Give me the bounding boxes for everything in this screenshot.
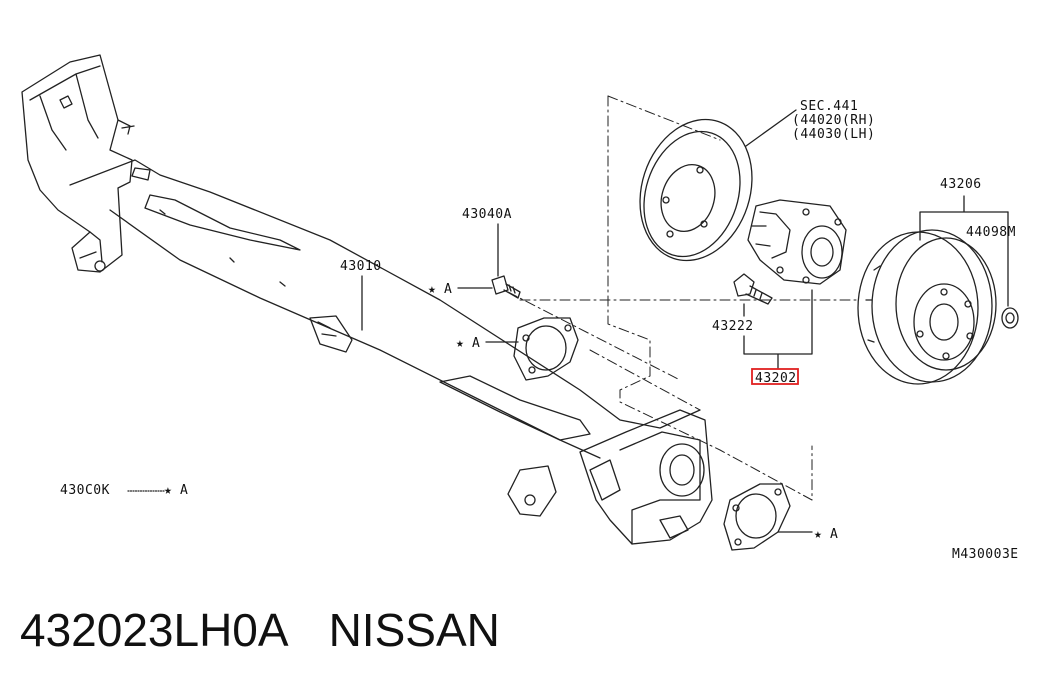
part-number: 432023LH0A [20,604,289,656]
highlight-43202 [751,368,799,385]
ref-mark-a-430c0k: A [180,483,188,498]
label-43040a: 43040A [462,207,512,222]
wheel-nut [1001,307,1019,329]
label-44020-rh: (44020(RH) [792,113,875,128]
ref-mark-a-gasket: A [472,336,480,351]
star-icon: ★ [428,282,436,297]
backing-gasket-upper [513,317,579,381]
label-44098m: 44098M [966,225,1016,240]
star-icon: ★ [456,336,464,351]
label-44030-lh: (44030(LH) [792,127,875,142]
brake-backing-plate [639,118,753,262]
ref-mark-a-lower: A [830,527,838,542]
label-43010: 43010 [340,259,382,274]
brake-drum [857,229,997,385]
hub-bearing [747,199,847,285]
leader-43206 [919,195,1009,241]
leader-43202 [743,289,813,369]
label-430c0k: 430C0K [60,483,110,498]
assembly-lines [507,95,861,501]
star-icon: ★ [814,527,822,542]
bolt-43040a [491,275,521,299]
label-sec441: SEC.441 [800,99,858,114]
label-43222: 43222 [712,319,754,334]
bolt-43222 [733,273,773,305]
brand-name: NISSAN [328,604,500,656]
backing-gasket-lower [723,483,791,551]
label-43206: 43206 [940,177,982,192]
drawing-number: M430003E [952,547,1019,562]
parts-diagram: SEC.441 (44020(RH) (44030(LH) 43206 4409… [21,54,1019,562]
leader-sec441 [745,109,797,147]
ref-mark-a-bolt: A [444,282,452,297]
axle-beam [21,54,713,545]
label-43202: 43202 [755,371,797,386]
part-caption: 432023LH0A NISSAN [20,598,540,662]
star-icon: ★ [164,483,172,498]
